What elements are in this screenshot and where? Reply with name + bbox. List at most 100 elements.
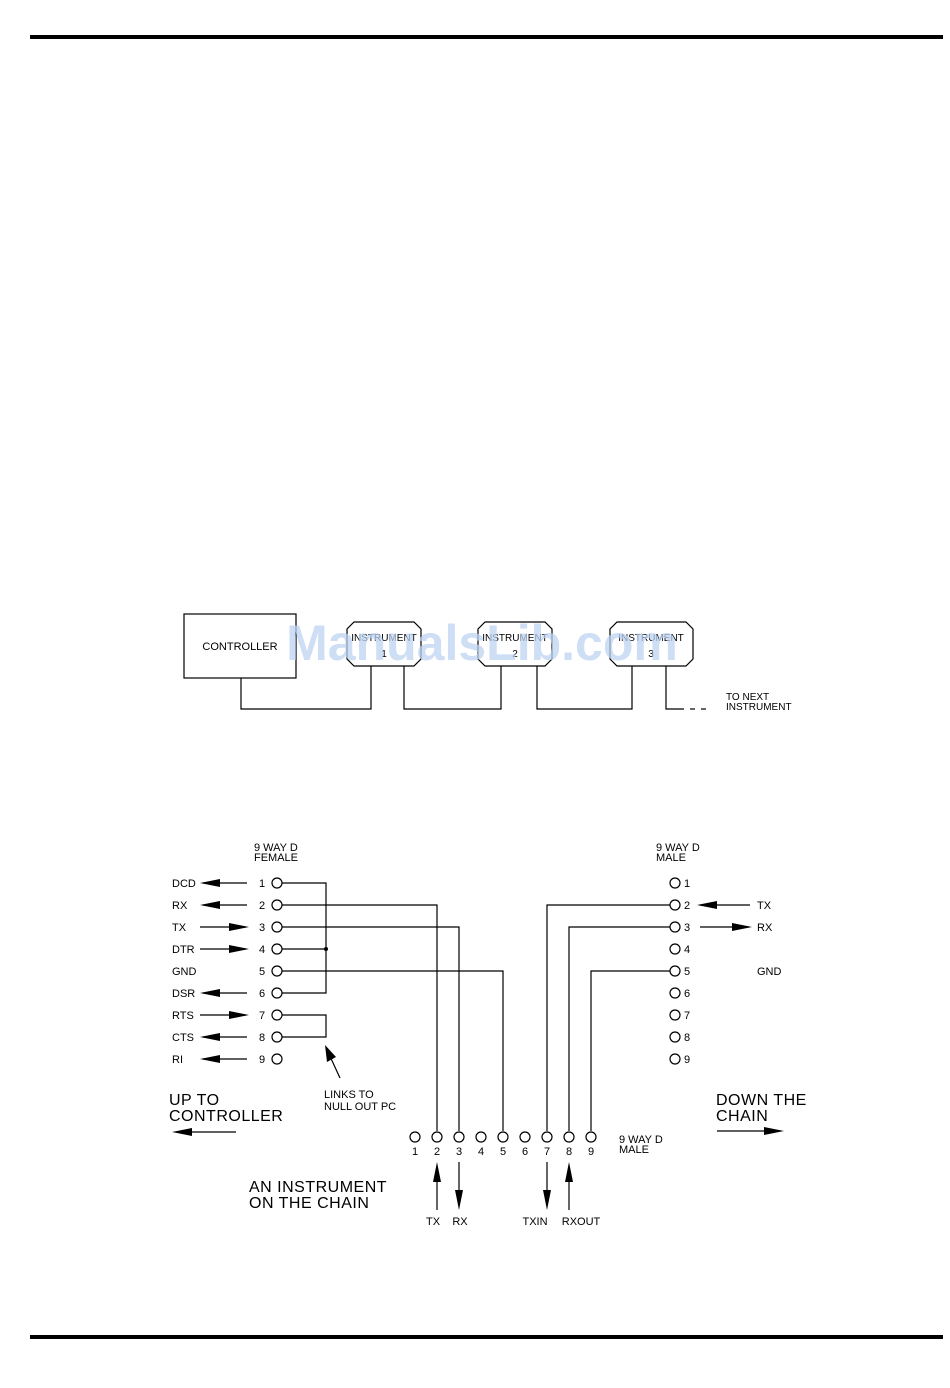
wire-rx-to-bottom-2: [282, 904, 438, 1131]
pin-socket: [669, 965, 681, 977]
right-connector: 9 WAY D MALE 1 2 3 4 5 6 7 8 9 TX RX GND…: [656, 842, 807, 1135]
bottom-txin-label: TXIN: [522, 1216, 547, 1228]
pin-socket: [669, 877, 681, 889]
left-connector-subtitle: FEMALE: [254, 852, 298, 864]
right-gnd-label: GND: [757, 966, 782, 978]
left-connector-title: 9 WAY D: [254, 842, 298, 854]
left-connector: 9 WAY D FEMALE DCD 1 RX 2 TX 3 DTR 4: [169, 842, 396, 1136]
pin-socket: [669, 1053, 681, 1065]
pin-socket: [669, 1031, 681, 1043]
instrument-2-number: 2: [512, 649, 518, 660]
wire-bottom-8-to-right-3: [568, 926, 670, 1131]
instrument-1-label: INSTRUMENT: [351, 633, 417, 644]
left-row-6: DSR 6: [172, 987, 283, 1000]
pin-number: 5: [684, 966, 690, 978]
left-row-5: GND 5: [172, 965, 283, 978]
left-row-8: CTS 8: [172, 1031, 283, 1044]
bottom-rxout-label: RXOUT: [562, 1216, 601, 1228]
pin-number: 1: [412, 1146, 418, 1158]
bottom-connector: 1 2 3 4 5 6 7 8 9 9 WAY D MALE TX RX TXI…: [249, 1131, 663, 1228]
up-to-controller-label-2: CONTROLLER: [169, 1108, 283, 1125]
pin-socket: [271, 1053, 283, 1065]
daisy-chain-diagram: CONTROLLER INSTRUMENT 1 INSTRUMENT 2 INS…: [183, 613, 792, 713]
top-rule: [30, 35, 943, 39]
instrument-on-chain-label-2: ON THE CHAIN: [249, 1195, 369, 1212]
pin-number: 9: [684, 1054, 690, 1066]
up-to-controller-label: UP TO: [169, 1092, 220, 1109]
signal-label: RTS: [172, 1010, 194, 1022]
wire-tx-to-bottom-3: [282, 926, 460, 1131]
pin-socket: [669, 1009, 681, 1021]
pin-number: 4: [478, 1146, 484, 1158]
to-next-label: TO NEXT: [726, 692, 769, 703]
links-label-2: NULL OUT PC: [324, 1101, 396, 1113]
pin-number: 2: [684, 900, 690, 912]
pin-socket: [271, 1031, 283, 1043]
pin-number: 1: [684, 878, 690, 890]
pin-number: 2: [259, 900, 265, 912]
controller-label: CONTROLLER: [202, 641, 277, 653]
cable-controller-inst1: [240, 666, 372, 710]
bottom-tx-label: TX: [426, 1216, 441, 1228]
instrument-1-number: 1: [381, 649, 387, 660]
pin-socket: [585, 1131, 597, 1143]
right-connector-title: 9 WAY D: [656, 842, 700, 854]
pin-socket: [669, 943, 681, 955]
pin-number: 7: [684, 1010, 690, 1022]
bottom-connector-title: 9 WAY D: [619, 1134, 663, 1146]
controller-box: [183, 613, 297, 679]
wire-gnd-to-bottom-5: [282, 970, 504, 1131]
instrument-on-chain-label: AN INSTRUMENT: [249, 1179, 387, 1196]
instrument-3-label: INSTRUMENT: [618, 633, 684, 644]
pin-number: 6: [259, 988, 265, 1000]
down-the-chain-label-2: CHAIN: [716, 1108, 768, 1125]
pin-number: 2: [434, 1146, 440, 1158]
pin-socket: [475, 1131, 487, 1143]
instrument-2-label: INSTRUMENT: [482, 633, 548, 644]
pin-number: 5: [500, 1146, 506, 1158]
pin-number: 4: [259, 944, 265, 956]
pin-number: 3: [259, 922, 265, 934]
instrument-box-1: [346, 621, 422, 667]
left-row-3: TX 3: [172, 921, 283, 934]
pin-socket: [271, 943, 283, 955]
signal-label: DTR: [172, 944, 195, 956]
junction-dot: [324, 947, 328, 951]
pin-socket: [497, 1131, 509, 1143]
signal-label: GND: [172, 966, 197, 978]
right-connector-subtitle: MALE: [656, 852, 686, 864]
pin-number: 6: [684, 988, 690, 1000]
pin-number: 7: [544, 1146, 550, 1158]
pin-number: 9: [588, 1146, 594, 1158]
left-row-7: RTS 7: [172, 1009, 283, 1022]
bottom-connector-subtitle: MALE: [619, 1144, 649, 1156]
bottom-rule: [30, 1335, 943, 1339]
pin-socket: [271, 877, 283, 889]
pin-number: 7: [259, 1010, 265, 1022]
watermark: ManualsLib.com: [286, 615, 678, 671]
link-wire-1-4-6: [282, 882, 327, 994]
cable-inst3-next: [665, 666, 684, 710]
pin-number: 9: [259, 1054, 265, 1066]
down-the-chain-label: DOWN THE: [716, 1092, 807, 1109]
pin-socket: [271, 965, 283, 977]
signal-label: CTS: [172, 1032, 194, 1044]
to-next-label-2: INSTRUMENT: [726, 702, 792, 713]
links-label: LINKS TO: [324, 1089, 374, 1101]
left-row-1: DCD 1: [172, 877, 283, 890]
signal-label: RX: [172, 900, 188, 912]
pin-socket: [409, 1131, 421, 1143]
cable-inst2-inst3: [536, 666, 633, 710]
left-row-4: DTR 4: [172, 943, 283, 956]
link-wire-7-8: [282, 1014, 327, 1038]
pin-socket: [669, 921, 681, 933]
signal-label: RI: [172, 1054, 183, 1066]
wire-bottom-7-to-right-2: [546, 904, 670, 1131]
cable-inst1-inst2: [403, 666, 502, 710]
pin-socket: [271, 987, 283, 999]
right-tx-label: TX: [757, 900, 772, 912]
pin-number: 6: [522, 1146, 528, 1158]
pin-number: 8: [259, 1032, 265, 1044]
pin-number: 8: [684, 1032, 690, 1044]
instrument-box-2: [477, 621, 553, 667]
